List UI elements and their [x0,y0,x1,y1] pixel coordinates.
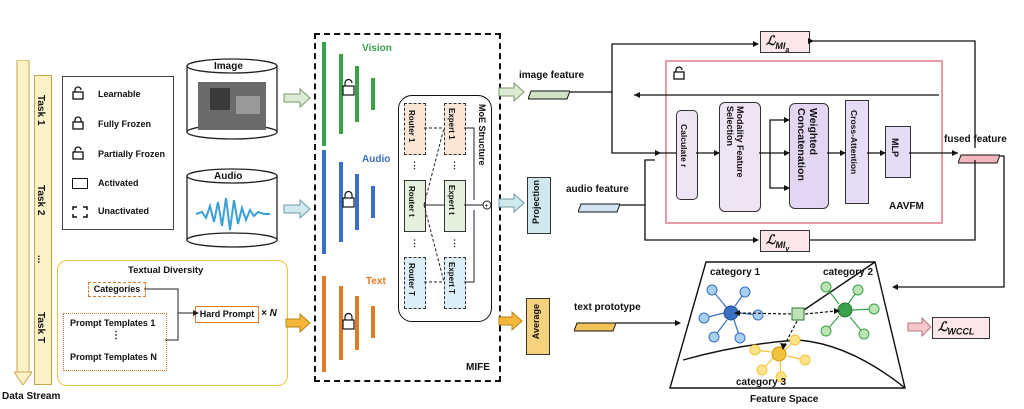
category-2-label: category 2 [823,267,874,278]
calculate-box [676,110,698,200]
prompt-template-N: Prompt Templates N [70,352,157,362]
legend-learnable: Learnable [98,89,141,99]
data-stream-label: Data Stream [2,391,61,402]
expert-T-label: Expert T [447,262,456,295]
modality-box [719,102,761,212]
text-prototype-label: text prototype [574,302,641,313]
prompt-templates-box [63,313,167,371]
audio-title: Audio [214,171,243,182]
loss-wccl-box [932,317,990,339]
audio-feature-label: audio feature [566,184,629,195]
image-cylinder [186,58,278,145]
svg-text:⋮: ⋮ [410,160,419,170]
mife-title: MIFE [466,362,490,373]
partial-lock-icon [72,146,84,165]
svg-text:⋮: ⋮ [410,238,419,248]
mlp-label: MLP [890,138,900,157]
audio-label: Audio [362,154,391,165]
legend-partially-frozen: Partially Frozen [98,149,166,159]
mlp-box [885,126,911,178]
projection-box [527,177,551,234]
input-arrows [283,87,311,334]
activated-icon [72,178,88,189]
aavfm-box [665,60,943,224]
image-title: Image [214,61,243,72]
category-3-label: category 3 [736,377,787,388]
aavfm-unlock-icon [673,66,687,85]
prompt-dots: ⋮ [111,330,121,341]
task-bar [34,75,52,385]
loss-mi-v-label: ℒMIv [766,232,790,253]
feature-space-title: Feature Space [750,394,819,405]
router-1-label: Router 1 [407,110,416,143]
image-feature-label: image feature [519,70,585,81]
weighted-box [789,103,829,209]
textual-diversity-title: Textual Diversity [128,265,204,276]
svg-text:+: + [485,203,489,210]
router-T [404,257,426,309]
svg-text:⋮: ⋮ [450,160,459,170]
router-t [404,180,426,232]
task-T-label: Task T [35,312,46,343]
moe-box [398,95,492,322]
router-T-label: Router T [407,263,416,296]
task-2-label: Task 2 [35,185,46,216]
image-feature-token [527,87,571,105]
category-1-label: category 1 [710,267,761,278]
moe-connectors: ⋮ ⋮ ⋮ ⋮ + [410,127,492,283]
svg-text:⋮: ⋮ [450,238,459,248]
fused-feature-token [957,151,1001,169]
cross-attention-box [845,100,869,204]
audio-cylinder [186,168,278,253]
legend-box [62,76,174,230]
cross-attention-label: Cross-Attention [849,110,859,175]
data-stream-arrow [13,59,33,386]
unactivated-icon [72,205,88,223]
expert-T [444,257,466,309]
lock-icon [72,116,84,135]
weighted-label: Weighted Concatenation [795,108,819,181]
legend-activated: Activated [98,178,139,188]
average-box [526,298,550,355]
legend-fully-frozen: Fully Frozen [98,119,152,129]
expert-1-label: Expert 1 [447,108,456,140]
text-label: Text [366,276,386,287]
textual-connectors [144,288,199,341]
expert-1 [444,103,466,155]
text-prototype-token [573,319,617,337]
aavfm-title: AAVFM [889,201,924,212]
task-dots: ... [35,255,46,264]
router-t-label: Router t [407,186,416,217]
moe-title: MoE Structure [477,104,487,166]
encoder-bars [322,42,375,372]
expert-t [444,180,466,232]
modality-label: Modality Feature Selection [725,106,745,178]
legend-unactivated: Unactivated [98,206,150,216]
audio-feature-token [577,200,621,218]
expert-t-label: Expert t [447,185,456,215]
prompt-template-1: Prompt Templates 1 [70,318,156,328]
task-1-label: Task 1 [35,95,46,126]
loss-mi-a-label: ℒMIa [766,33,790,54]
calculate-label: Calculate r [679,124,689,168]
loss-wccl-label: ℒWCCL [938,319,975,337]
loss-mi-v-box [760,230,810,252]
router-1 [404,103,426,155]
times-n: × N [261,308,277,319]
vision-label: Vision [362,43,392,54]
unlock-icon [72,86,84,105]
